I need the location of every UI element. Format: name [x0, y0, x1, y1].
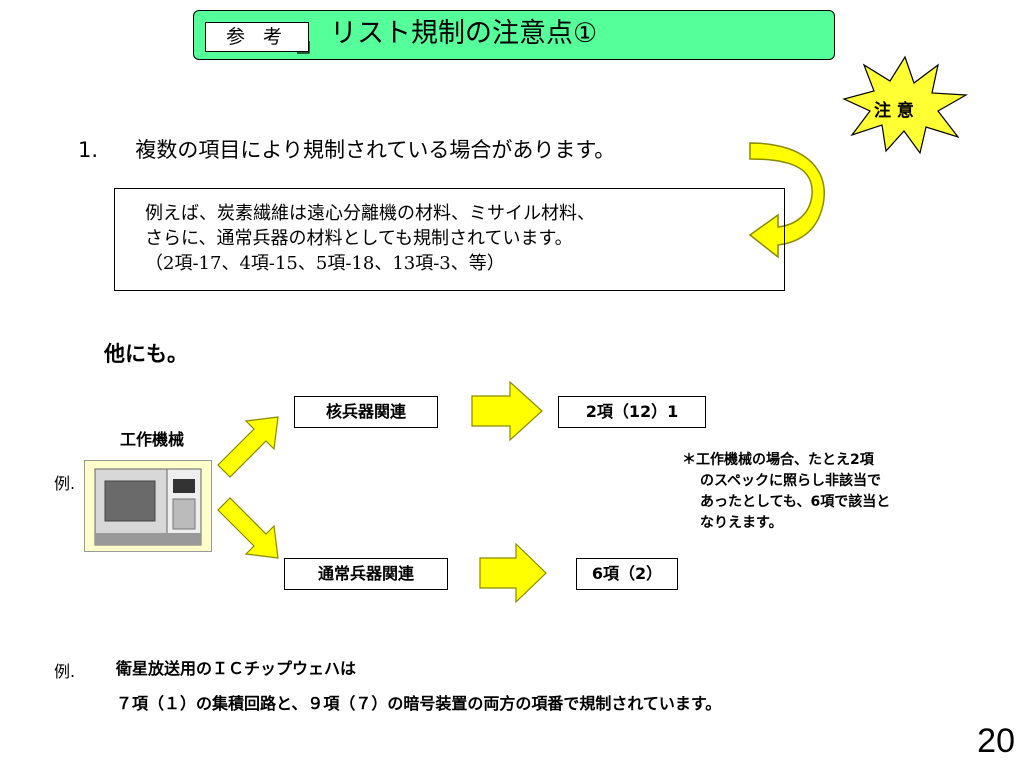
conventional-item-box: 6項（2）	[576, 558, 678, 590]
nuclear-weapons-box: 核兵器関連	[294, 396, 438, 428]
note-line-3: あったとしても、6項で該当と	[700, 494, 891, 510]
arrow-down-right-icon	[217, 497, 279, 559]
item-1-text: 複数の項目により規制されている場合があります。	[135, 138, 616, 162]
nuclear-item-box: 2項（12）1	[558, 396, 706, 428]
arrow-right-icon	[471, 380, 543, 442]
page-title: リスト規制の注意点①	[330, 18, 598, 49]
machine-label: 工作機械	[120, 430, 185, 449]
others-heading: 他にも。	[104, 342, 188, 366]
item-1-number: 1.	[78, 138, 99, 162]
example-2-line-1: 衛星放送用のＩＣチップウェハは	[116, 659, 357, 678]
example-line-1: 例えば、炭素繊維は遠心分離機の材料、ミサイル材料、	[145, 203, 595, 224]
note-line-4: なりえます。	[700, 515, 783, 531]
example-2-label: 例.	[54, 662, 76, 681]
example-label: 例.	[54, 474, 76, 493]
caution-starburst-icon	[842, 55, 969, 155]
reference-tag: 参 考	[205, 22, 309, 52]
caution-label: 注 意	[874, 101, 914, 121]
machine-tool-note: ＊工作機械の場合、たとえ2項 のスペックに照らし非該当で あったとしても、6項で…	[682, 450, 952, 534]
example-box: 例えば、炭素繊維は遠心分離機の材料、ミサイル材料、 さらに、通常兵器の材料として…	[114, 188, 785, 291]
item-1: 1. 複数の項目により規制されている場合があります。	[78, 134, 615, 164]
machine-tool-image	[84, 460, 212, 552]
machine-tool-icon	[94, 468, 202, 546]
conventional-weapons-box: 通常兵器関連	[284, 558, 448, 590]
example-2-line-2: ７項（１）の集積回路と、９項（７）の暗号装置の両方の項番で規制されています。	[116, 694, 722, 713]
arrow-up-right-icon	[217, 416, 279, 478]
example-line-3: （2項-17、4項-15、5項-18、13項-3、等）	[145, 253, 505, 274]
note-line-2: のスペックに照らし非該当で	[700, 473, 882, 489]
arrow-right-icon	[479, 542, 547, 604]
page-number: 20	[977, 722, 1015, 760]
note-line-1: ＊工作機械の場合、たとえ2項	[682, 452, 874, 468]
curved-arrow-icon	[748, 142, 825, 259]
tag-fold-corner	[297, 41, 310, 54]
example-line-2: さらに、通常兵器の材料としても規制されています。	[145, 228, 573, 249]
